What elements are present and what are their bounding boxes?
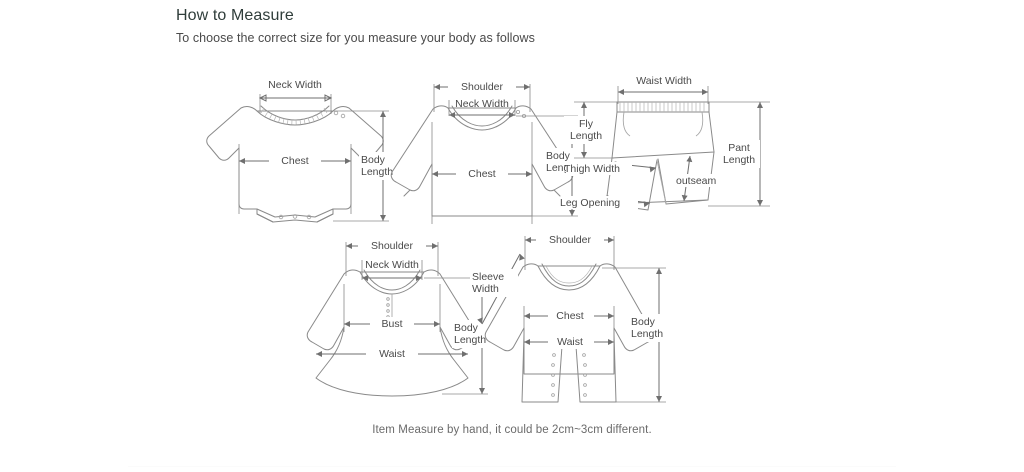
label-chest: Chest <box>556 310 584 322</box>
label-thigh-width: Thigh Width <box>564 163 620 175</box>
diagram-shirt: Shoulder Neck Width Chest <box>382 64 588 234</box>
label-waist: Waist <box>557 336 583 348</box>
label-body-length-line2: Length <box>361 166 393 178</box>
label-bust: Bust <box>381 318 402 330</box>
label-shoulder: Shoulder <box>549 234 592 246</box>
page-subtitle: To choose the correct size for you measu… <box>176 31 535 45</box>
measurement-diagrams: Neck Width Chest Body Length <box>0 56 1024 416</box>
label-sleeve-width-line2: Width <box>472 283 499 295</box>
label-body-length-line1: Body <box>546 150 571 162</box>
label-body-length-line1: Body <box>361 154 386 166</box>
label-neck-width: Neck Width <box>365 259 419 271</box>
label-body-length-line2: Length <box>631 328 663 340</box>
label-body-length-line1: Body <box>631 316 656 328</box>
diagram-bodysuit: Neck Width Chest Body Length <box>195 64 405 234</box>
measurement-footnote: Item Measure by hand, it could be 2cm~3c… <box>372 424 652 436</box>
diagram-romper: Shoulder Sleeve Width Chest <box>466 224 673 414</box>
label-pant-length-line1: Pant <box>728 142 750 154</box>
label-shoulder: Shoulder <box>371 240 414 252</box>
label-neck-width: Neck Width <box>455 98 509 110</box>
header: How to Measure To choose the correct siz… <box>176 6 876 46</box>
label-waist-width: Waist Width <box>636 75 692 87</box>
label-fly-length-line2: Length <box>570 130 602 142</box>
label-waist: Waist <box>379 348 405 360</box>
label-body-length-line2: Length <box>454 334 486 346</box>
label-body-length-line1: Body <box>454 322 479 334</box>
page-title: How to Measure <box>176 7 294 24</box>
label-fly-length-line1: Fly <box>579 118 594 130</box>
label-pant-length-line2: Length <box>723 154 755 166</box>
label-sleeve-width-line1: Sleeve <box>472 271 504 283</box>
label-outseam: outseam <box>676 175 717 187</box>
diagram-dress: Shoulder Neck Width Bust <box>292 228 498 413</box>
bottom-divider <box>128 466 896 467</box>
label-neck-width: Neck Width <box>268 79 322 91</box>
label-shoulder: Shoulder <box>461 81 504 93</box>
label-chest: Chest <box>281 155 309 167</box>
label-leg-opening: Leg Opening <box>560 197 620 209</box>
diagram-pants: Waist Width Fly Length Pant Length <box>560 64 777 234</box>
label-chest: Chest <box>468 168 496 180</box>
